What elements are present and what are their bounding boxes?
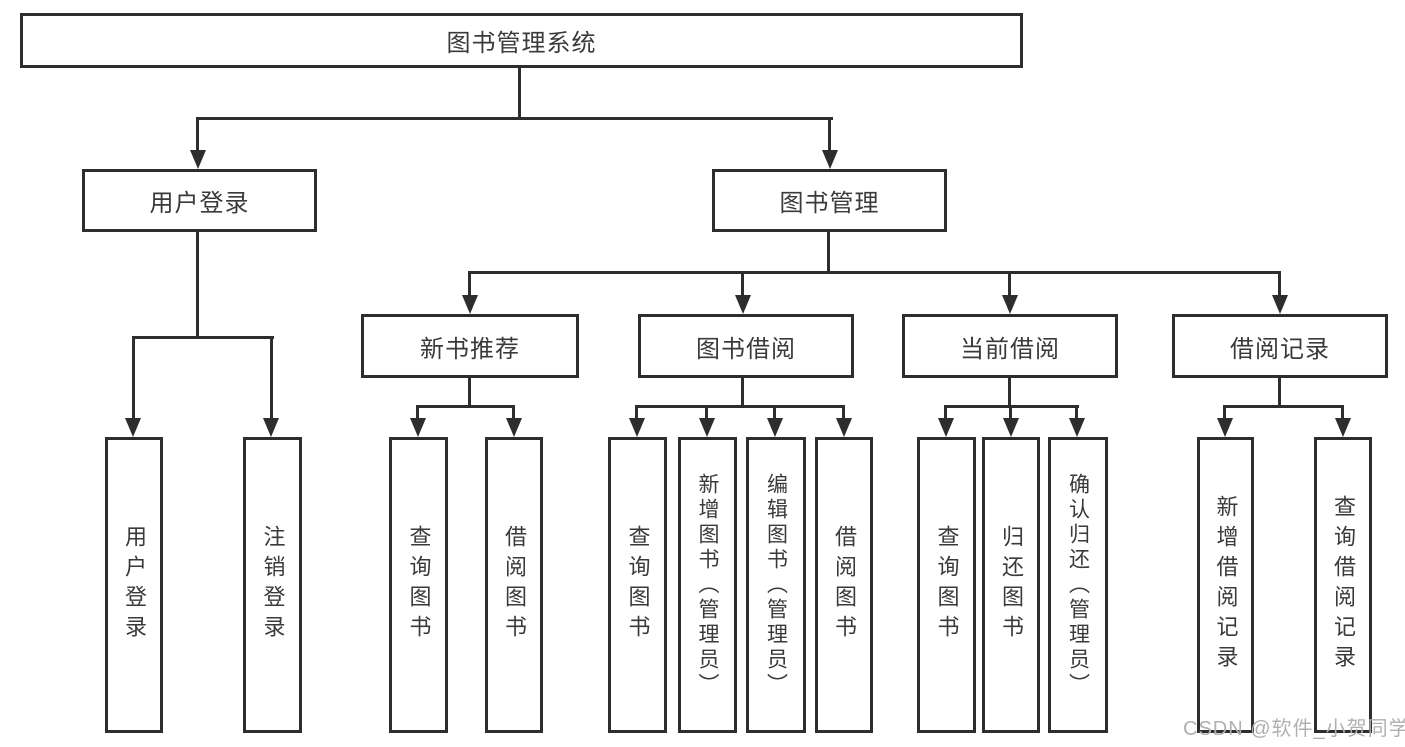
arrow-down-icon (629, 418, 645, 437)
leaf-add-borrow-record: 新增借阅记录 (1197, 437, 1254, 733)
connector-line (1278, 271, 1281, 297)
node-current-borrow: 当前借阅 (902, 314, 1118, 378)
leaf-edit-book-admin: 编辑图书（管理员） (746, 437, 806, 733)
connector-line (1223, 405, 1344, 408)
connector-line (741, 271, 744, 297)
node-new-book-recommend: 新书推荐 (361, 314, 579, 378)
node-book-management: 图书管理 (712, 169, 947, 232)
connector-line (416, 405, 419, 420)
connector-line (773, 405, 776, 420)
leaf-borrow-books-recommend: 借阅图书 (485, 437, 543, 733)
connector-line (132, 336, 135, 420)
leaf-edit-book-admin-label: 编辑图书（管理员） (764, 472, 788, 698)
arrow-down-icon (938, 418, 954, 437)
arrow-down-icon (836, 418, 852, 437)
connector-line (842, 405, 845, 420)
leaf-borrow-books: 借阅图书 (815, 437, 873, 733)
leaf-logout: 注销登录 (243, 437, 302, 733)
arrow-down-icon (1335, 418, 1351, 437)
connector-line (1009, 405, 1012, 420)
arrow-down-icon (699, 418, 715, 437)
leaf-query-borrow-record: 查询借阅记录 (1314, 437, 1372, 733)
connector-line (1278, 378, 1281, 408)
connector-line (1008, 378, 1011, 408)
node-book-management-label: 图书管理 (779, 190, 880, 217)
arrow-down-icon (410, 418, 426, 437)
leaf-query-books-current-label: 查询图书 (934, 525, 960, 645)
leaf-add-borrow-record-label: 新增借阅记录 (1213, 495, 1239, 675)
connector-line (518, 68, 521, 120)
leaf-user-login-label: 用户登录 (122, 525, 147, 645)
leaf-query-borrow-record-label: 查询借阅记录 (1331, 495, 1356, 675)
arrow-down-icon (1003, 418, 1019, 437)
arrow-down-icon (822, 150, 838, 169)
leaf-query-books-current: 查询图书 (917, 437, 976, 733)
node-borrow-records-label: 借阅记录 (1230, 335, 1330, 363)
arrow-down-icon (190, 150, 206, 169)
arrow-down-icon (1217, 418, 1233, 437)
leaf-confirm-return-admin: 确认归还（管理员） (1048, 437, 1108, 733)
connector-line (512, 405, 515, 420)
connector-line (468, 378, 471, 408)
leaf-query-books-recommend: 查询图书 (389, 437, 448, 733)
leaf-query-books-borrow-label: 查询图书 (625, 525, 651, 645)
leaf-return-book: 归还图书 (982, 437, 1040, 733)
connector-line (635, 405, 638, 420)
node-new-book-recommend-label: 新书推荐 (420, 335, 520, 363)
connector-line (196, 117, 199, 152)
connector-line (468, 271, 1281, 274)
leaf-query-books-recommend-label: 查询图书 (406, 525, 432, 645)
node-user-login-label: 用户登录 (149, 190, 250, 217)
connector-line (196, 232, 199, 339)
csdn-watermark: CSDN @软件_小贺同学 (1183, 718, 1405, 740)
connector-line (270, 336, 273, 420)
leaf-query-books-borrow: 查询图书 (608, 437, 667, 733)
connector-line (468, 271, 471, 297)
connector-line (705, 405, 708, 420)
leaf-borrow-books-recommend-label: 借阅图书 (502, 525, 527, 645)
connector-line (635, 405, 845, 408)
node-current-borrow-label: 当前借阅 (960, 335, 1060, 363)
arrow-down-icon (1002, 295, 1018, 314)
arrow-down-icon (125, 418, 141, 437)
leaf-return-book-label: 归还图书 (999, 525, 1024, 645)
leaf-add-book-admin-label: 新增图书（管理员） (696, 472, 719, 698)
node-root-label: 图书管理系统 (446, 30, 597, 57)
connector-line (196, 117, 833, 120)
connector-line (1223, 405, 1226, 420)
node-borrow-records: 借阅记录 (1172, 314, 1388, 378)
node-book-borrow-label: 图书借阅 (696, 335, 796, 363)
leaf-logout-label: 注销登录 (260, 525, 286, 645)
leaf-user-login: 用户登录 (105, 437, 163, 733)
arrow-down-icon (462, 295, 478, 314)
leaf-add-book-admin: 新增图书（管理员） (678, 437, 737, 733)
node-root: 图书管理系统 (20, 13, 1023, 68)
arrow-down-icon (735, 295, 751, 314)
connector-line (1008, 271, 1011, 297)
connector-line (132, 336, 274, 339)
arrow-down-icon (1272, 295, 1288, 314)
node-user-login: 用户登录 (82, 169, 317, 232)
connector-line (1341, 405, 1344, 420)
arrow-down-icon (263, 418, 279, 437)
leaf-borrow-books-label: 借阅图书 (832, 525, 857, 645)
leaf-confirm-return-admin-label: 确认归还（管理员） (1066, 472, 1090, 698)
connector-line (827, 232, 830, 274)
arrow-down-icon (767, 418, 783, 437)
arrow-down-icon (1069, 418, 1085, 437)
connector-line (828, 117, 831, 152)
connector-line (1075, 405, 1078, 420)
connector-line (944, 405, 947, 420)
node-book-borrow: 图书借阅 (638, 314, 854, 378)
connector-line (416, 405, 515, 408)
connector-line (741, 378, 744, 408)
arrow-down-icon (506, 418, 522, 437)
